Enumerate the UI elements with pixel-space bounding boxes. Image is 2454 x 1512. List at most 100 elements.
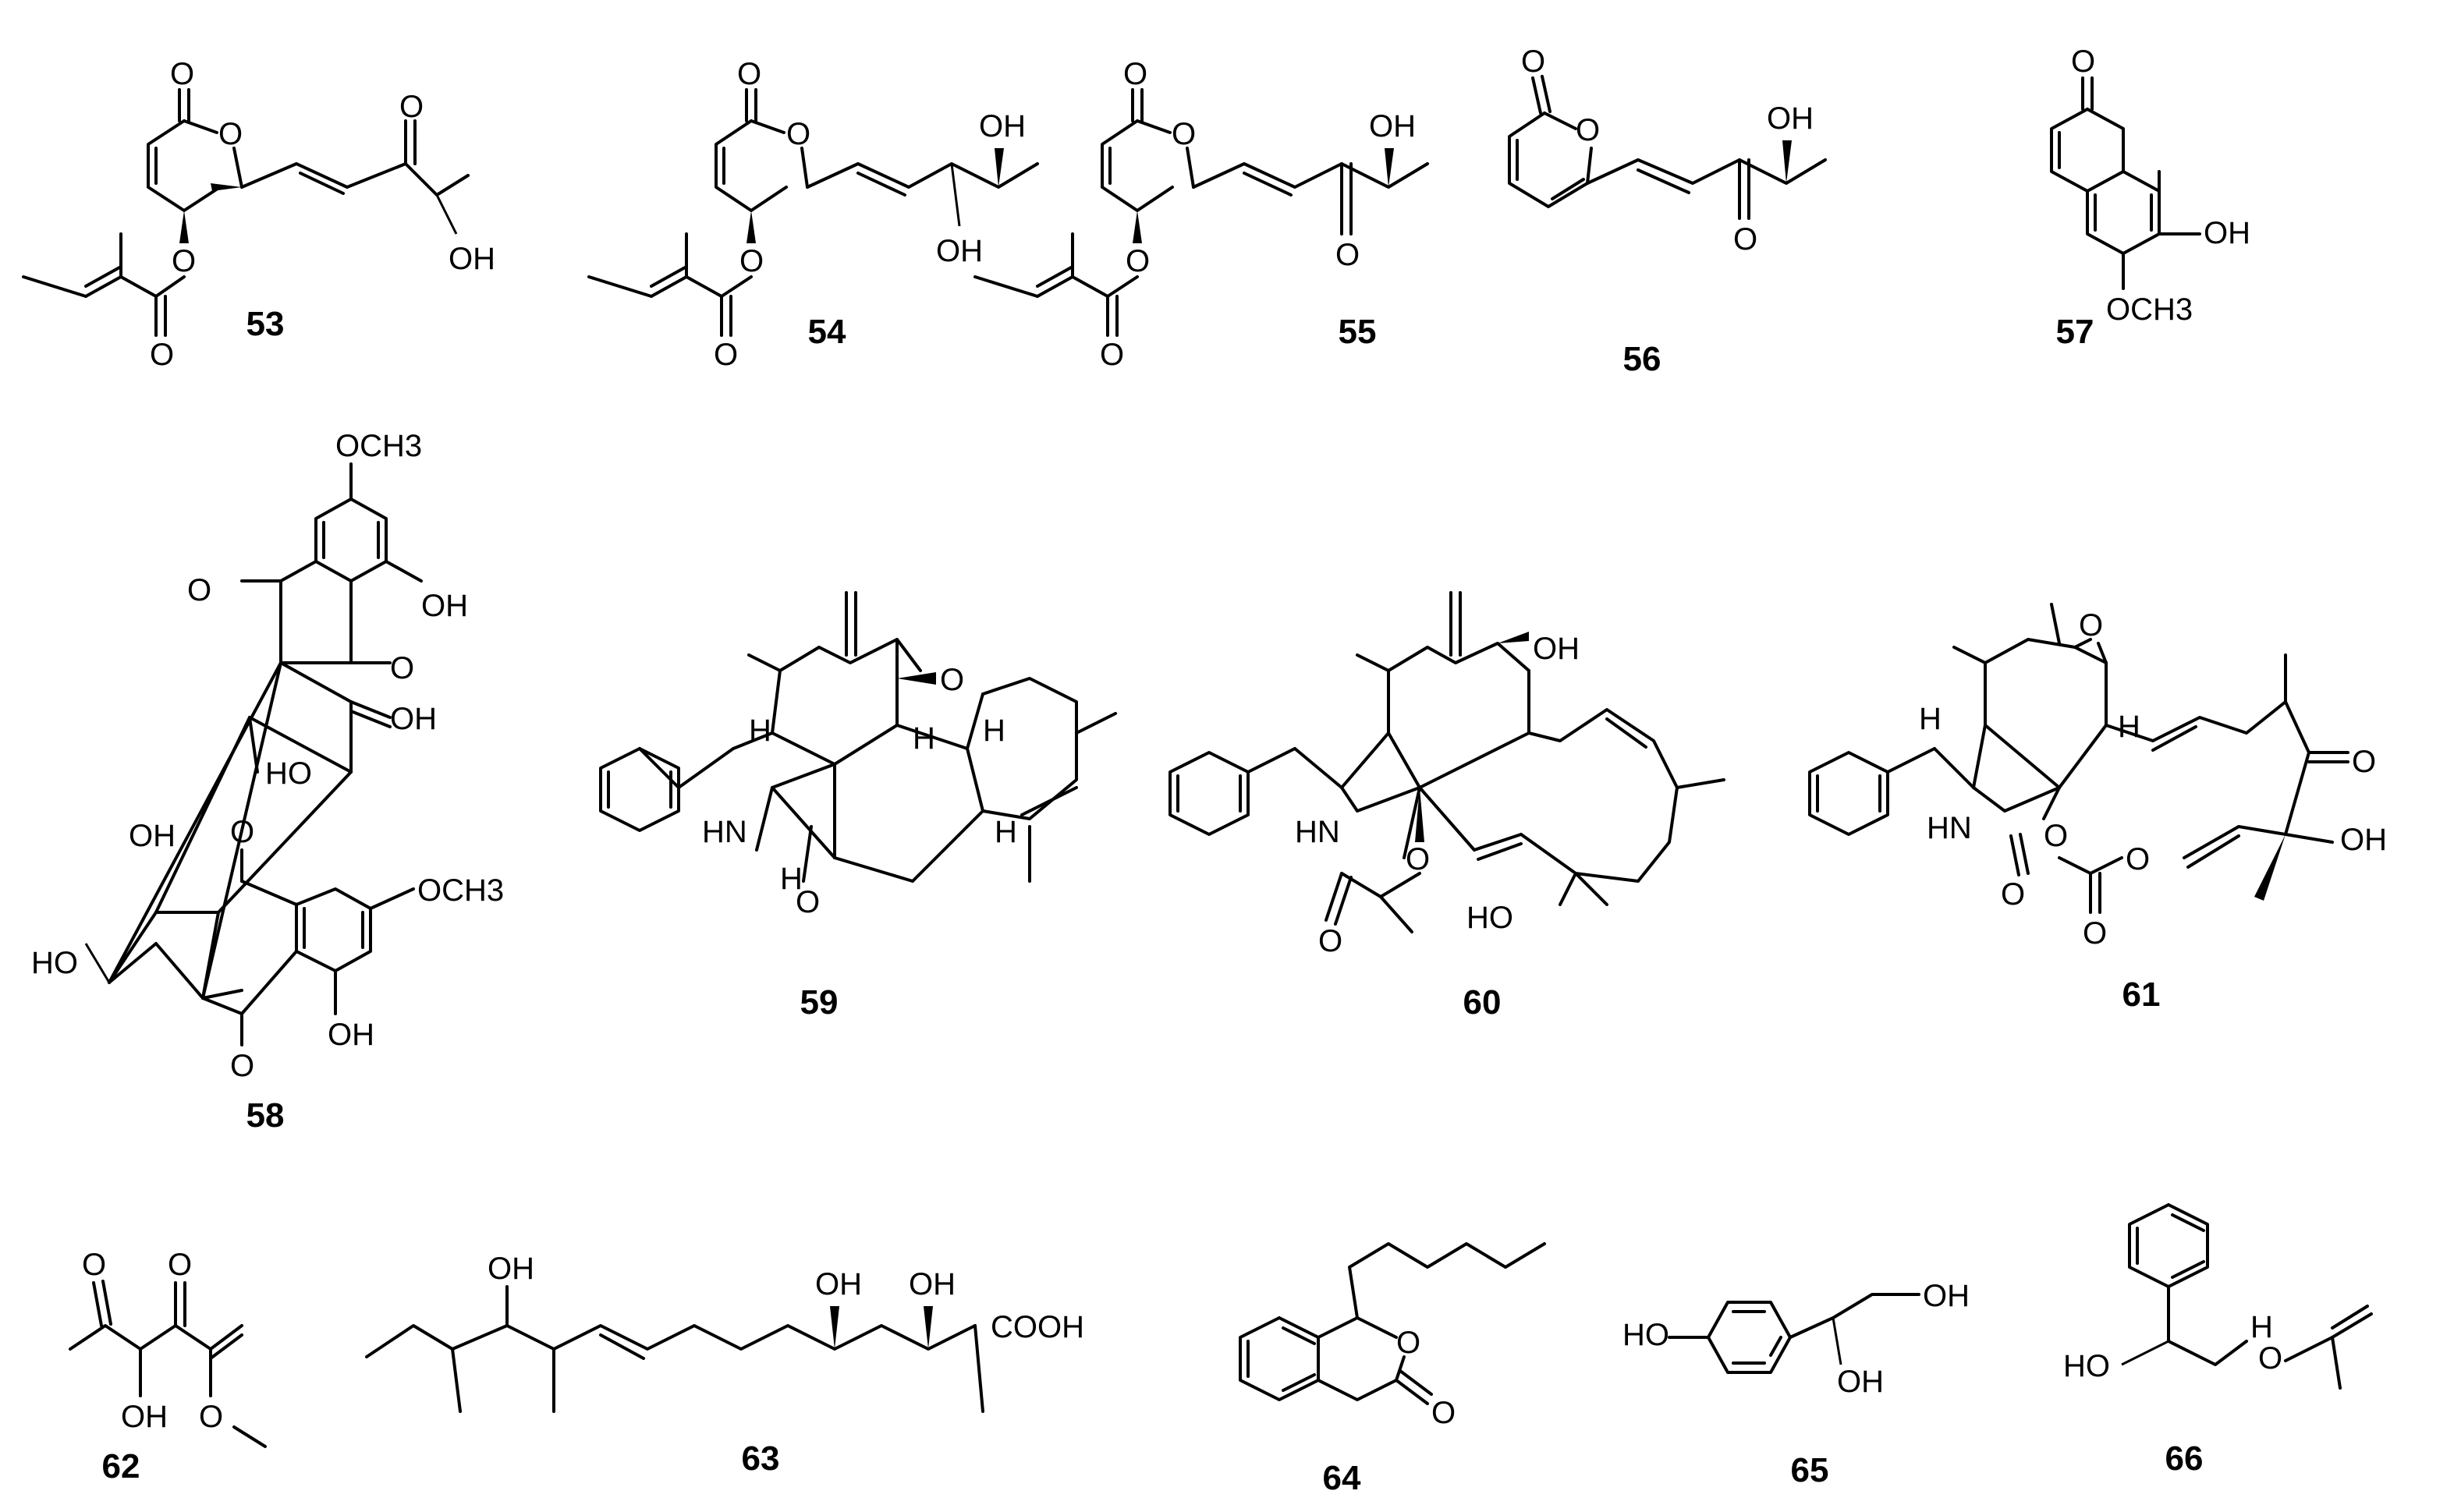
compound-number: 62 (102, 1447, 140, 1485)
atom-label: H (2118, 710, 2140, 744)
compound-number: 54 (808, 313, 846, 351)
atom-label: HO (2063, 1349, 2110, 1383)
atom-label: O (1172, 117, 1196, 151)
atom-label: O (230, 1049, 254, 1083)
atom-label: H (983, 714, 1005, 748)
compound-number: 61 (2122, 976, 2161, 1014)
atom-label: HN (1927, 811, 1972, 845)
structure-60: OH HO O O HN 60 (1168, 591, 1725, 1022)
structure-65: HO OH OH 65 (1622, 1279, 1970, 1489)
atom-label: O (940, 663, 964, 697)
structure-66: HO H O 66 (2063, 1203, 2373, 1478)
compound-number: 56 (1623, 340, 1661, 378)
atom-label: O (1406, 842, 1430, 876)
compound-number: 57 (2056, 313, 2094, 351)
atom-label: O (1123, 57, 1147, 91)
atom-label: OH (979, 109, 1026, 143)
structure-64: O O 64 (1239, 1242, 1546, 1497)
atom-label: OCH3 (2106, 292, 2193, 327)
atom-label: OCH3 (335, 429, 422, 463)
atom-label: O (1318, 924, 1342, 958)
atom-label: H (913, 721, 935, 756)
atom-label: O (2258, 1341, 2282, 1376)
atom-label: O (2352, 745, 2376, 779)
atom-label: O (170, 57, 194, 91)
compound-number: 60 (1463, 983, 1502, 1022)
compound-number: 64 (1323, 1459, 1361, 1497)
atom-label: OH (129, 819, 176, 853)
structure-54: O O O O OH OH 54 (587, 57, 1039, 372)
atom-label: O (390, 651, 414, 685)
compound-number: 53 (246, 305, 285, 343)
atom-label: OH (449, 242, 495, 276)
atom-label: OH (909, 1267, 956, 1301)
atom-label: O (2044, 819, 2068, 853)
atom-label: OH (815, 1267, 862, 1301)
atom-label: O (786, 117, 810, 151)
atom-label: O (82, 1248, 106, 1282)
atom-label: COOH (991, 1310, 1084, 1344)
structure-56: O O O OH 56 (1508, 44, 1827, 378)
atom-label: O (1431, 1396, 1456, 1430)
compound-number: 63 (742, 1439, 780, 1478)
compound-number: 59 (800, 983, 839, 1022)
structure-53: O O O O O OH 53 (22, 57, 495, 372)
atom-label: O (187, 573, 211, 607)
atom-label: H (995, 815, 1017, 849)
structure-59: H O H H H H HN O 59 (599, 591, 1117, 1022)
atom-label: O (230, 815, 254, 849)
atom-label: O (2126, 842, 2150, 876)
compound-number: 55 (1339, 313, 1377, 351)
atom-label: O (2071, 44, 2095, 79)
atom-label: HN (1295, 815, 1340, 849)
atom-label: O (399, 90, 424, 124)
atom-label: OH (2204, 216, 2250, 250)
atom-label: OH (390, 702, 437, 736)
atom-label: H (780, 862, 803, 896)
atom-label: O (172, 244, 196, 278)
atom-label: OH (936, 234, 983, 268)
atom-label: HO (1622, 1318, 1669, 1352)
atom-label: HN (702, 815, 747, 849)
atom-label: HO (31, 946, 78, 980)
atom-label: OH (1767, 101, 1814, 136)
atom-label: O (150, 338, 174, 372)
atom-label: O (2079, 608, 2103, 643)
structure-62: O OH O O 62 (69, 1248, 267, 1485)
atom-label: O (199, 1400, 223, 1434)
atom-label: O (714, 338, 738, 372)
structure-61: O H H O OH O O O HN O (1808, 603, 2387, 1014)
atom-label: OH (421, 589, 468, 623)
structure-63: OH OH OH COOH 63 (365, 1252, 1084, 1478)
atom-label: H (1919, 702, 1942, 736)
atom-label: O (737, 57, 761, 91)
atom-label: O (1521, 44, 1545, 79)
compound-number: 65 (1791, 1451, 1829, 1489)
structure-55: O O O O O OH 55 (973, 57, 1429, 372)
atom-label: OH (1837, 1365, 1884, 1399)
compound-number: 66 (2165, 1439, 2204, 1478)
atom-label: HO (1466, 901, 1513, 935)
atom-label: OH (488, 1252, 534, 1286)
atom-label: OH (1533, 632, 1580, 666)
atom-label: O (796, 885, 820, 919)
structure-58: OCH3 OH O O OH HO OH HO (31, 429, 504, 1135)
atom-label: O (1126, 244, 1150, 278)
atom-label: O (1100, 338, 1124, 372)
atom-label: O (1733, 222, 1757, 257)
atom-label: O (2001, 877, 2025, 912)
atom-label: OH (2340, 823, 2387, 857)
atom-label: OH (1923, 1279, 1970, 1313)
atom-label: O (1335, 238, 1360, 272)
atom-label: O (168, 1248, 192, 1282)
atom-label: OH (328, 1018, 374, 1052)
structure-57: O OH OCH3 57 (2050, 44, 2250, 351)
atom-label: OCH3 (417, 873, 504, 908)
atom-label: OH (1369, 109, 1416, 143)
atom-label: O (1396, 1326, 1420, 1360)
atom-label: H (2250, 1310, 2273, 1344)
atom-label: HO (265, 756, 312, 791)
compound-number: 58 (246, 1096, 285, 1135)
atom-label: O (739, 244, 764, 278)
atom-label: O (2083, 916, 2107, 951)
